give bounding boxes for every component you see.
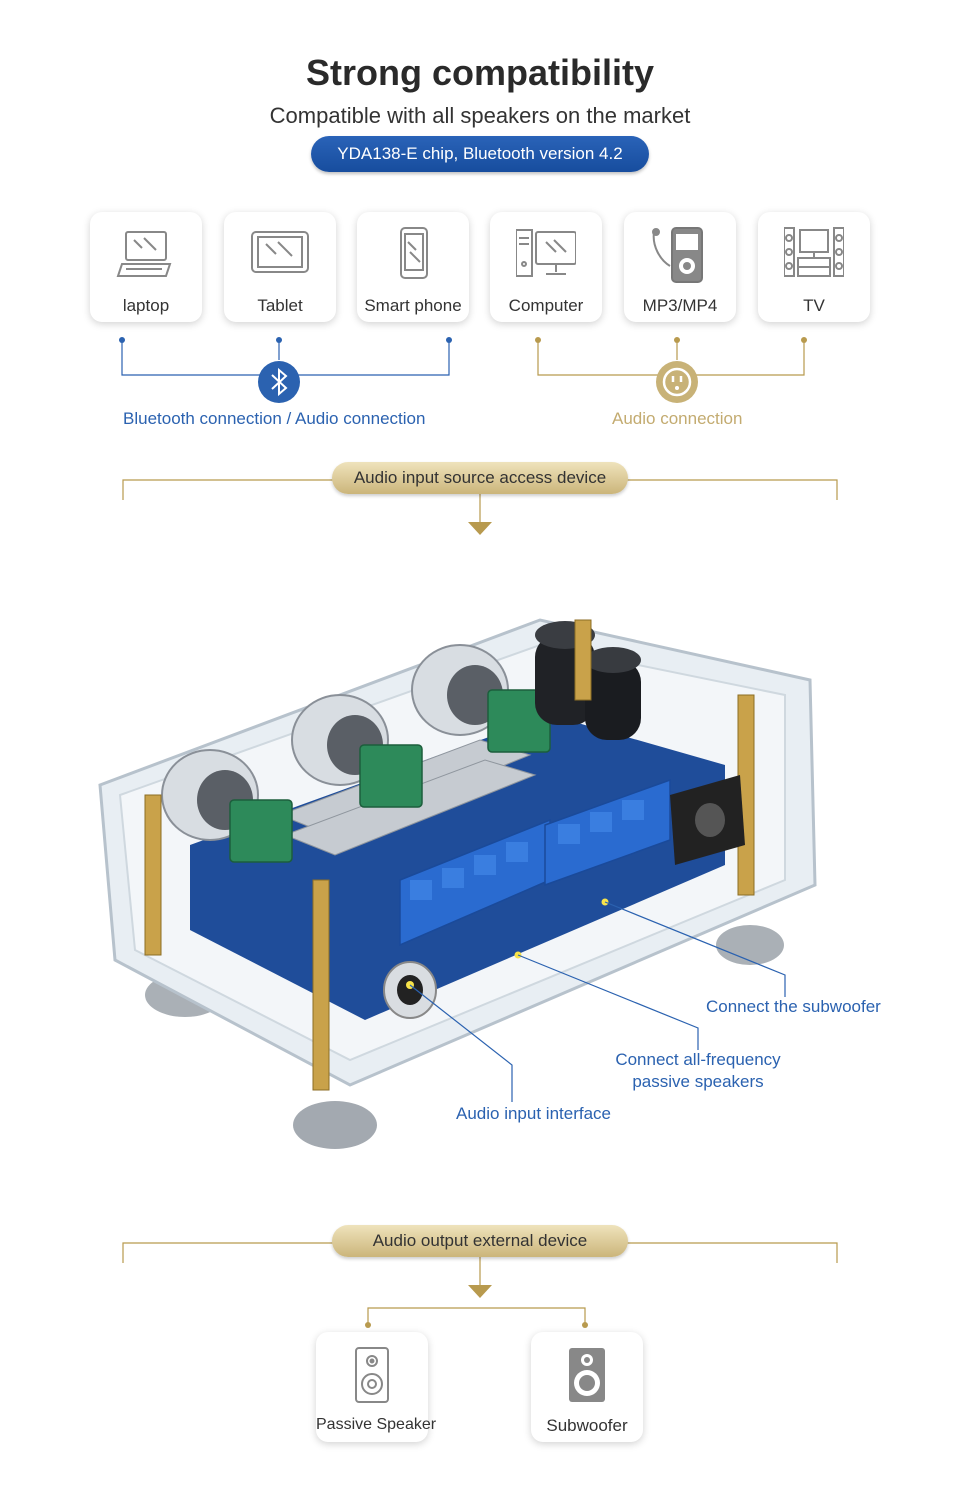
device-card-laptop: laptop [90,212,202,322]
device-card-computer: Computer [490,212,602,322]
device-label: Tablet [257,296,303,315]
device-card-tablet: Tablet [224,212,336,322]
output-label: Passive Speaker [316,1416,437,1433]
input-section-label: Audio input source access device [332,462,628,494]
bluetooth-icon [258,361,300,403]
device-label: Computer [508,296,584,315]
subwoofer-icon [569,1348,605,1402]
chip-badge: YDA138-E chip, Bluetooth version 4.2 [311,136,649,172]
subwoofer-annotation: Connect the subwoofer [706,997,881,1016]
device-card-smartphone: Smart phone [357,212,469,322]
page-subtitle: Compatible with all speakers on the mark… [269,103,691,128]
device-card-tv: TV [758,212,870,322]
device-label: Smart phone [364,296,462,315]
device-label: TV [803,296,825,315]
laptop-icon [116,231,172,277]
page-title: Strong compatibility [305,52,654,93]
output-card-passive-speaker: Passive Speaker [316,1332,437,1442]
bluetooth-connection-label: Bluetooth connection / Audio connection [123,409,426,428]
output-section-label: Audio output external device [332,1225,628,1257]
tablet-icon [251,231,309,273]
audio-input-annotation: Audio input interface [456,1104,611,1123]
audio-connection-label: Audio connection [612,409,743,428]
amplifier-board-image [98,618,817,1149]
audio-socket-icon [656,361,698,403]
smartphone-icon [400,227,428,279]
mp3-player-icon [652,227,703,283]
device-label: laptop [122,296,170,315]
connection-brackets [119,337,807,376]
passive-speaker-annotation-line2: passive speakers [632,1072,764,1091]
output-label: Subwoofer [546,1416,628,1435]
output-card-subwoofer: Subwoofer [531,1332,643,1442]
passive-speaker-annotation-line1: Connect all-frequency [615,1050,781,1069]
passive-speaker-icon [355,1347,389,1403]
tv-icon [784,227,844,277]
device-label: MP3/MP4 [642,296,718,315]
computer-icon [516,229,576,277]
device-card-mp3: MP3/MP4 [624,212,736,322]
